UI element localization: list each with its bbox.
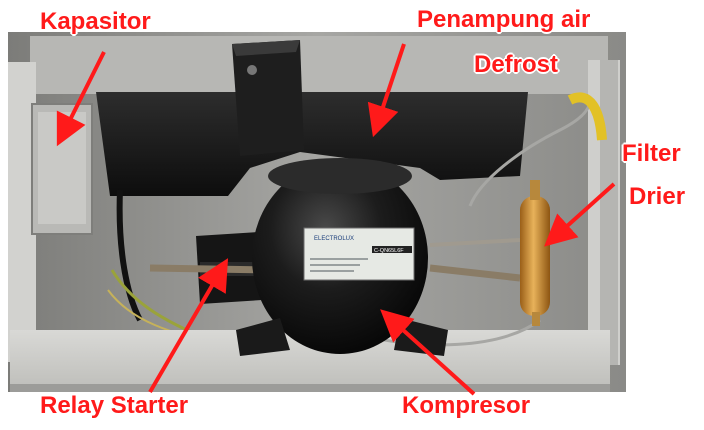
annotation-arrows xyxy=(56,43,616,396)
label-filter: Filter xyxy=(622,140,681,167)
red-arrow-icon xyxy=(380,309,476,396)
capacitor-box xyxy=(31,103,93,235)
label-defrost: Defrost xyxy=(474,51,559,78)
red-arrow-icon xyxy=(367,43,406,138)
drip-tray xyxy=(96,40,528,196)
label-penampung-air: Penampung air xyxy=(417,6,591,33)
filter-drier xyxy=(520,180,550,326)
red-arrow-icon xyxy=(148,258,229,394)
red-arrow-icon xyxy=(544,182,616,247)
red-arrow-icon xyxy=(56,51,106,147)
sticker-model: C-QN65L6F xyxy=(374,248,404,254)
sticker-brand: ELECTROLUX xyxy=(314,236,354,242)
label-kompresor: Kompresor xyxy=(402,392,531,419)
label-relay-starter: Relay Starter xyxy=(40,392,189,419)
label-drier: Drier xyxy=(629,183,686,210)
compressor: ELECTROLUX C-QN65L6F xyxy=(236,158,448,356)
label-kapasitor: Kapasitor xyxy=(40,8,151,35)
